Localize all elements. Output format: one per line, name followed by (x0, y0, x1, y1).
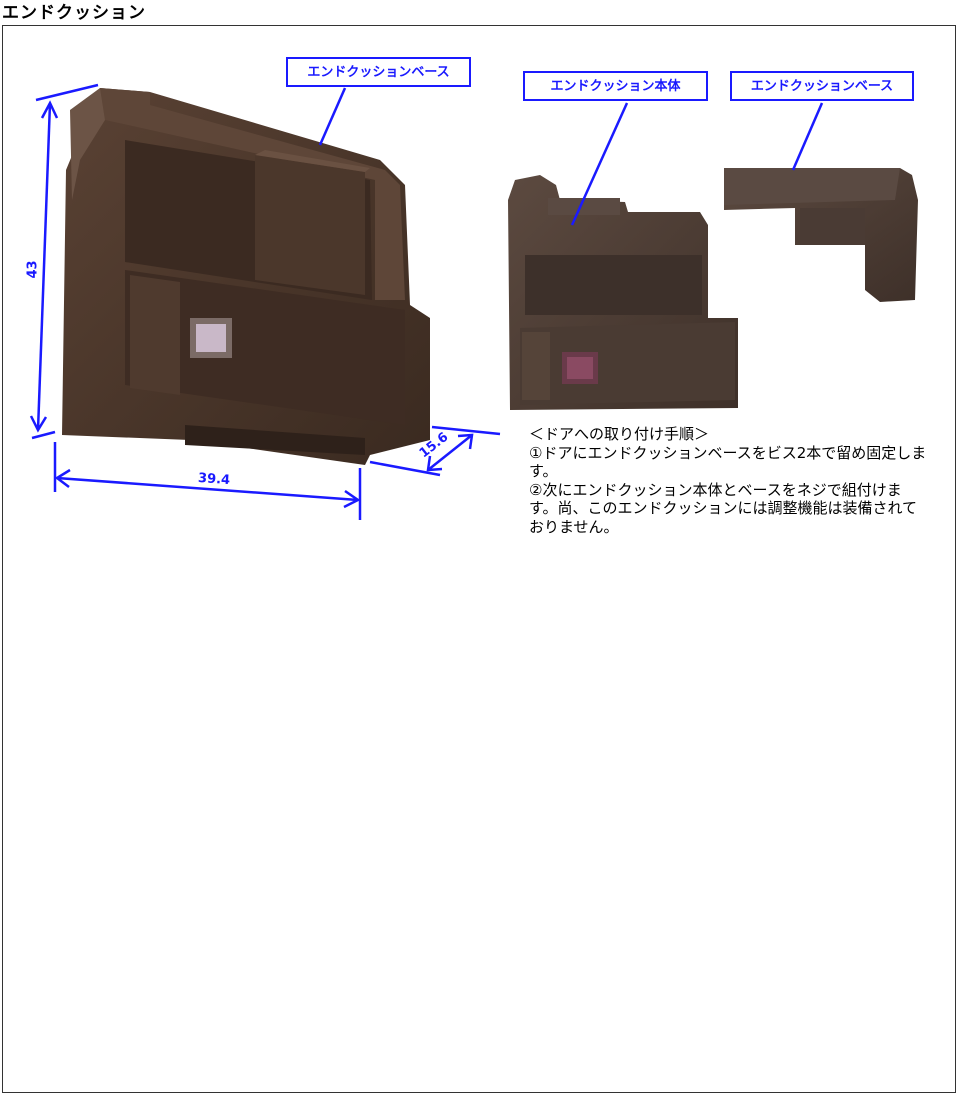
instructions-step-2: ②次にエンドクッション本体とベースをネジで組付けます。尚、このエンドクッションに… (529, 480, 918, 536)
label-base-right: エンドクッションベース (730, 71, 914, 101)
dimension-lines (29, 83, 501, 520)
page-title: エンドクッション (2, 3, 146, 23)
cushion-body-photo (508, 175, 738, 410)
instructions-heading: ＜ドアへの取り付け手順＞ (529, 425, 710, 443)
label-base-left: エンドクッションベース (286, 57, 471, 87)
label-body: エンドクッション本体 (523, 71, 708, 101)
leader-lines (318, 87, 824, 226)
instructions-step-1: ①ドアにエンドクッションベースをビス2本で留め固定します。 (529, 443, 927, 481)
dimension-height: 43 (25, 260, 41, 279)
installation-instructions: ＜ドアへの取り付け手順＞ ①ドアにエンドクッションベースをビス2本で留め固定しま… (529, 425, 929, 536)
assembled-cushion-photo (62, 88, 430, 465)
content-frame (2, 25, 956, 1093)
dimension-width: 39.4 (197, 470, 231, 489)
cushion-base-photo (724, 168, 918, 302)
